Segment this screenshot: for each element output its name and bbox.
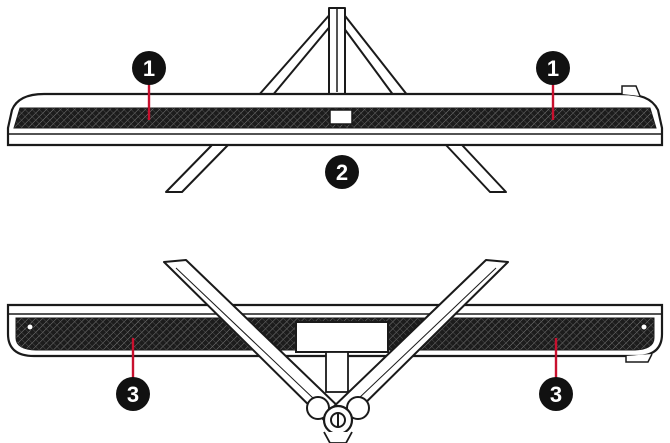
callout-badge: [539, 377, 573, 411]
callout-badge: [132, 51, 166, 85]
top-stand-lower-legs: [165, 144, 507, 193]
bottom-stand-neck: [325, 351, 349, 393]
stand-hub-base: [323, 431, 353, 443]
callout-badge: [116, 377, 150, 411]
bottom-view: [6, 259, 664, 443]
callout-number: 3: [127, 382, 139, 407]
callout-number: 2: [336, 160, 348, 185]
top-stand-upper-legs: [257, 7, 409, 97]
callout-number: 1: [547, 56, 559, 81]
top-center-port: [329, 109, 353, 125]
bottom-center-mount: [295, 321, 389, 353]
left-leg-inner-line: [175, 267, 335, 419]
callout-1-left: 1: [132, 51, 166, 85]
callout-number: 3: [550, 382, 562, 407]
callout-number: 1: [143, 56, 155, 81]
bottom-side-knob: [625, 353, 653, 363]
callout-3-left: 3: [116, 377, 150, 411]
bottom-screw-right: [640, 323, 648, 331]
callout-badge: [325, 155, 359, 189]
callout-3-right: 3: [539, 377, 573, 411]
top-side-knob: [621, 85, 641, 97]
callout-badge: [536, 51, 570, 85]
callout-2: 2: [325, 155, 359, 189]
top-view: [6, 7, 664, 193]
bottom-screw-left: [26, 323, 34, 331]
leader-lines: [131, 84, 558, 380]
callout-1-right: 1: [536, 51, 570, 85]
right-leg-inner-line: [337, 267, 497, 419]
